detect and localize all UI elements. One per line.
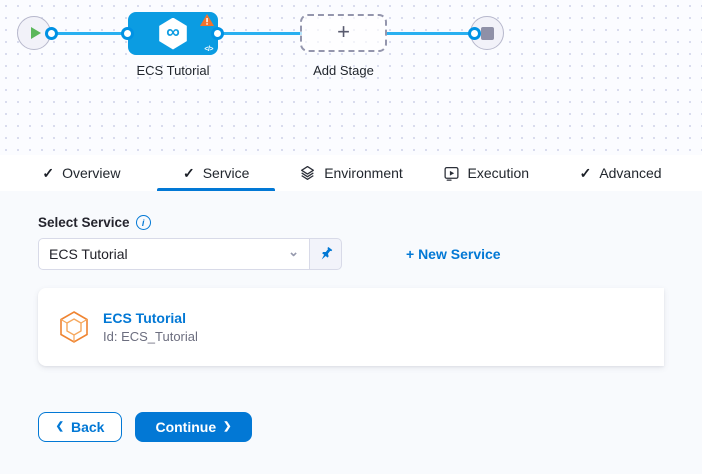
- warning-icon: [200, 14, 214, 26]
- continue-chevron-icon: ❯: [223, 421, 232, 432]
- stage-node-ecs-tutorial[interactable]: ∞ </>: [128, 12, 218, 55]
- service-hexagon-icon: [60, 311, 88, 343]
- tab-service[interactable]: ✓ Service: [149, 155, 284, 191]
- stop-icon: [480, 26, 494, 40]
- pin-icon: [321, 246, 332, 260]
- code-icon[interactable]: </>: [204, 46, 213, 53]
- service-card[interactable]: ECS Tutorial Id: ECS_Tutorial: [38, 288, 664, 366]
- pipeline-canvas[interactable]: ∞ </> + ECS Tutorial Add Stage: [0, 0, 702, 155]
- layers-icon: [301, 165, 315, 180]
- connector-end-in[interactable]: [468, 27, 481, 40]
- stage-node-label: ECS Tutorial: [136, 63, 210, 78]
- stage-config-tabbar: ✓ Overview ✓ Service Environment Executi…: [0, 155, 702, 191]
- add-stage-button[interactable]: +: [300, 14, 387, 52]
- connector-start-out[interactable]: [45, 27, 58, 40]
- back-button[interactable]: ❮ Back: [38, 412, 122, 442]
- edge-stage-to-addstage: [218, 31, 302, 35]
- continue-button[interactable]: Continue ❯: [135, 412, 252, 442]
- connector-stage-in[interactable]: [121, 27, 134, 40]
- tab-environment[interactable]: Environment: [284, 155, 419, 191]
- edge-addstage-to-end: [387, 31, 476, 35]
- tab-advanced[interactable]: ✓ Advanced: [579, 164, 662, 182]
- service-card-id: Id: ECS_Tutorial: [103, 329, 198, 344]
- info-icon[interactable]: i: [135, 215, 151, 230]
- new-service-button[interactable]: + New Service: [406, 246, 501, 262]
- check-icon: ✓: [182, 164, 195, 181]
- tab-execution[interactable]: Execution: [418, 155, 553, 191]
- service-select-value: ECS Tutorial: [49, 246, 128, 262]
- select-service-label: Select Service: [38, 215, 130, 230]
- check-icon: ✓: [579, 164, 592, 181]
- tab-overview[interactable]: ✓ Overview: [42, 164, 121, 182]
- service-select[interactable]: ECS Tutorial ⌄: [38, 238, 310, 270]
- service-card-title: ECS Tutorial: [103, 310, 186, 326]
- execution-icon: [444, 166, 459, 181]
- add-stage-label: Add Stage: [313, 63, 374, 78]
- edge-start-to-stage: [51, 31, 128, 35]
- pin-button[interactable]: [310, 238, 342, 270]
- back-chevron-icon: ❮: [55, 421, 64, 432]
- connector-stage-out[interactable]: [211, 27, 224, 40]
- plus-icon: +: [337, 19, 350, 44]
- cd-stage-icon: ∞: [159, 17, 187, 50]
- chevron-down-icon: ⌄: [288, 244, 299, 259]
- play-icon: [30, 27, 41, 39]
- check-icon: ✓: [42, 164, 55, 181]
- service-tab-content: Select Service i ECS Tutorial ⌄ + New Se…: [0, 191, 702, 442]
